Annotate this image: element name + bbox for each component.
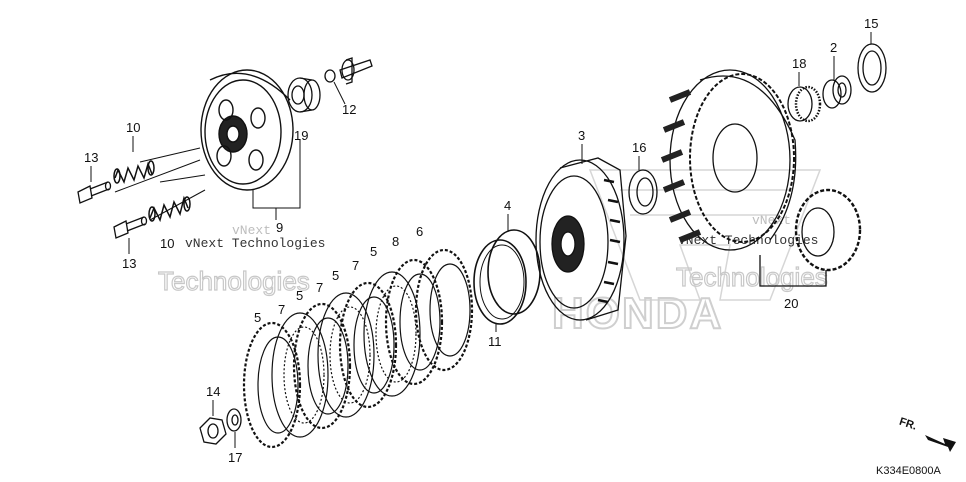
callout-7a: 7 [278,302,285,317]
clutch-center [535,157,627,321]
washer [226,408,242,432]
diagram-code: K334E0800A [876,465,941,477]
leader-lines-left [114,81,346,221]
watermark-left-big: Technologies [158,266,310,296]
callout-20: 20 [784,296,798,311]
watermark-left: vNext vNext Technologies Technologies [157,223,325,297]
front-arrow-icon [925,435,956,452]
callout-8: 8 [392,234,399,249]
callout-18: 18 [792,56,806,71]
watermark-left-line1: vNext [232,223,271,238]
clutch-plate-3 [363,271,421,397]
callout-19: 19 [294,128,308,143]
bearing [287,77,321,113]
friction-disc-2 [292,302,352,430]
callout-10b: 10 [160,236,174,251]
pressure-plate [200,69,294,191]
callout-5c: 5 [332,268,339,283]
watermark-right-line2: vNext Technologies [678,233,818,248]
friction-disc-3 [338,281,398,409]
lifter-rod [324,57,373,85]
callout-10a: 10 [126,120,140,135]
honda-watermark: HONDA [551,169,822,339]
callout-5a: 5 [254,310,261,325]
callout-14: 14 [206,384,220,399]
watermark-right-big: Technologies [676,262,828,292]
bolt-lower [113,216,148,239]
lock-nut [199,417,227,445]
callout-5d: 5 [370,244,377,259]
front-direction-indicator: FR. [898,416,956,452]
callout-6: 6 [416,224,423,239]
honda-watermark-text: HONDA [552,289,723,338]
callout-5b: 5 [296,288,303,303]
watermark-left-line2: vNext Technologies [185,236,325,251]
callout-16: 16 [632,140,646,155]
watermark-right: vNext vNext Technologies Technologies [675,213,828,293]
needle-bearing [787,85,822,123]
friction-disc-5 [414,248,474,372]
callout-3: 3 [578,128,585,143]
part-callouts: 2 3 4 5 5 5 5 6 7 7 7 8 9 10 10 11 12 13… [84,16,878,465]
callout-13b: 13 [122,256,136,271]
callout-11: 11 [488,334,502,349]
bolt-upper [77,181,112,204]
watermark-right-line1: vNext [752,213,791,228]
snap-rings [473,229,541,325]
thrust-washer [628,169,658,215]
callout-4: 4 [504,198,511,213]
callout-13a: 13 [84,150,98,165]
clutch-plate-2 [317,292,375,418]
honda-wing-logo [588,169,822,301]
callout-9: 9 [276,220,283,235]
callout-7c: 7 [352,258,359,273]
outer-washer [857,43,887,93]
clutch-disc-stack [242,248,474,449]
callout-2: 2 [830,40,837,55]
primary-drive-gear [759,188,862,287]
callout-12: 12 [342,102,356,117]
clutch-spring-lower [148,195,191,223]
front-direction-label: FR. [898,416,919,433]
callout-7b: 7 [316,280,323,295]
collar [822,75,852,109]
clutch-outer [660,69,797,251]
clutch-spring-upper [113,160,155,185]
clutch-plate-1 [271,312,329,438]
callout-17: 17 [228,450,242,465]
friction-disc-4 [384,258,444,386]
callout-15: 15 [864,16,878,31]
